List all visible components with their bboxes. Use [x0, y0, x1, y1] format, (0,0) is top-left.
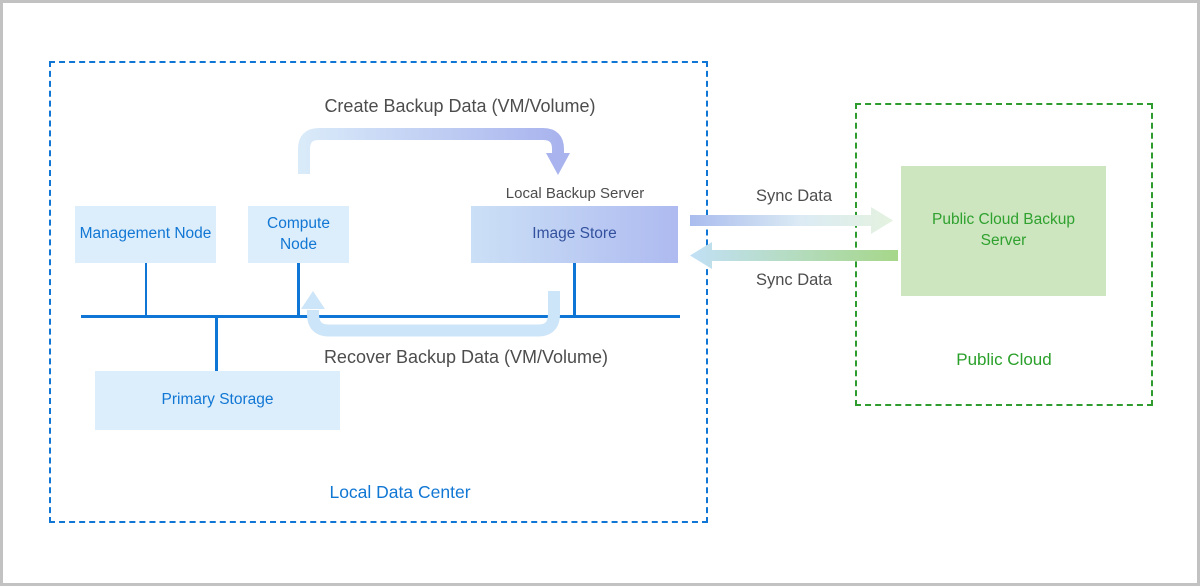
- local-backup-server-title: Local Backup Server: [505, 185, 645, 202]
- public-cloud-backup-server-box: Public Cloud Backup Server: [901, 166, 1106, 296]
- local-data-center-title: Local Data Center: [329, 482, 471, 502]
- network-bus-line: [81, 315, 680, 318]
- recover-backup-label: Recover Backup Data (VM/Volume): [323, 347, 609, 367]
- management-node-label: Management Node: [79, 225, 212, 243]
- compute-node-box: Compute Node: [248, 206, 349, 263]
- local-data-center-zone: [49, 61, 708, 523]
- image-store-box: Image Store: [471, 206, 678, 263]
- public-cloud-backup-server-label: Public Cloud Backup Server: [931, 211, 1076, 249]
- primary-storage-box: Primary Storage: [95, 371, 340, 430]
- public-cloud-title: Public Cloud: [956, 350, 1052, 369]
- management-node-connector: [144, 263, 147, 315]
- sync-data-to-cloud-label: Sync Data: [755, 187, 833, 205]
- management-node-box: Management Node: [75, 206, 216, 263]
- create-backup-label: Create Backup Data (VM/Volume): [324, 96, 596, 116]
- primary-storage-connector: [215, 317, 218, 371]
- compute-node-connector: [297, 263, 300, 315]
- primary-storage-label: Primary Storage: [161, 391, 274, 409]
- image-store-connector: [573, 263, 576, 315]
- compute-node-label: Compute Node: [267, 214, 330, 253]
- sync-data-to-local-label: Sync Data: [755, 271, 833, 289]
- image-store-label: Image Store: [532, 225, 617, 243]
